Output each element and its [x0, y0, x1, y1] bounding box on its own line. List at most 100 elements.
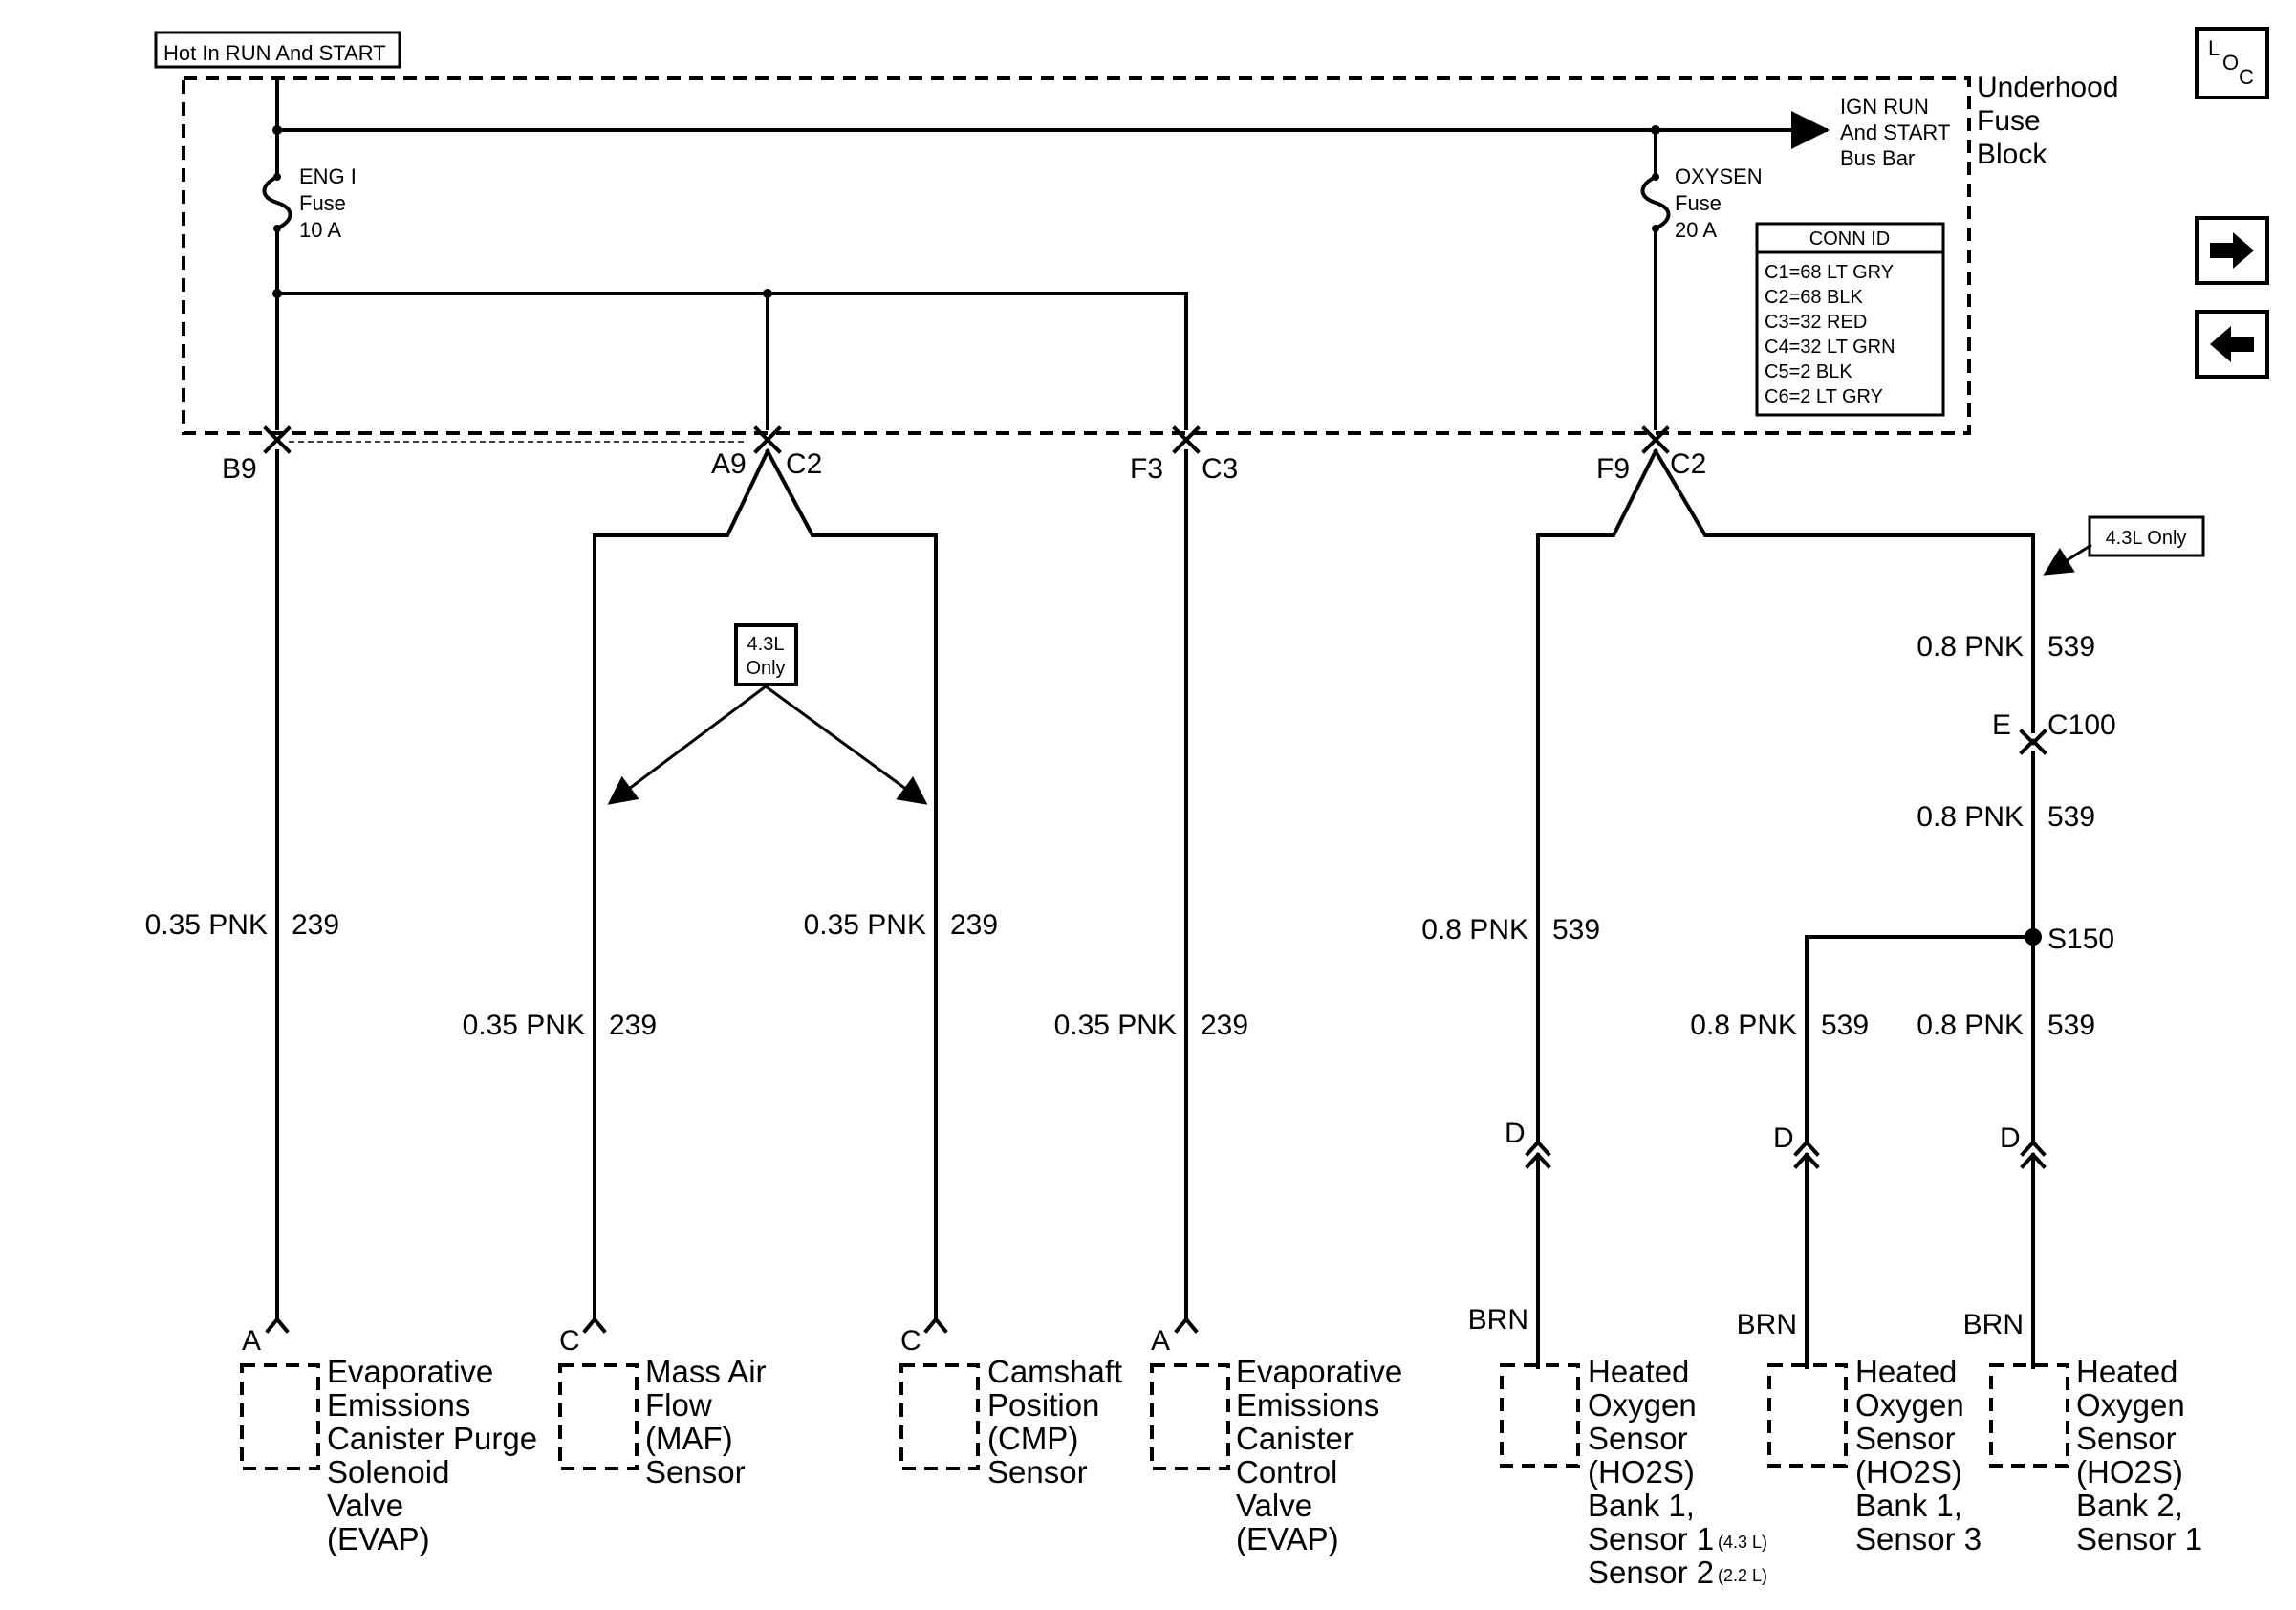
svg-text:Evaporative: Evaporative [327, 1354, 493, 1389]
underhood-fuse-block-label: Underhood Fuse Block [1977, 72, 2118, 170]
locator-letter: L [2208, 36, 2220, 60]
svg-text:Valve: Valve [1236, 1488, 1312, 1523]
circuit-539-wire-bank1-s1 [1536, 448, 1658, 1144]
pin-terminal [582, 1316, 607, 1334]
svg-text:Sensor: Sensor [1588, 1421, 1688, 1456]
b9-terminal [263, 425, 292, 454]
c100-connector [2019, 729, 2047, 755]
only-tag-arrow [2043, 543, 2092, 576]
circuit-number-label: 539 [1552, 914, 1600, 946]
conn-id-row: C4=32 LT GRN [1765, 337, 1895, 358]
svg-text:Flow: Flow [645, 1387, 712, 1423]
cmp-sensor-component [899, 1363, 980, 1470]
ho2s-bank1-sensor3-component [1767, 1363, 1848, 1468]
arrow-right-icon [2210, 232, 2254, 269]
ho2s-bank1-sensor1-label: Heated Oxygen Sensor (HO2S) Bank 1, Sens… [1588, 1354, 1767, 1590]
maf-sensor-component [558, 1363, 639, 1470]
evap-vent-valve-label: Evaporative Emissions Canister Control V… [1236, 1354, 1402, 1556]
circuit-number-label: 539 [2047, 801, 2095, 833]
pin-c-label: C [900, 1325, 921, 1357]
a9-terminal [753, 425, 782, 454]
wire-color-label: 0.8 PNK [1917, 801, 2024, 833]
circuit-number-label: 239 [292, 909, 339, 941]
locator-letter: C [2239, 65, 2254, 89]
c100-connector-label: C100 [2047, 709, 2116, 741]
svg-text:Sensor: Sensor [1855, 1421, 1956, 1456]
wire-color-label: 0.8 PNK [1421, 914, 1528, 946]
ho2s-bank2-sensor1-component [1989, 1363, 2069, 1468]
svg-text:(EVAP): (EVAP) [327, 1521, 430, 1556]
pin-c-label: C [559, 1325, 580, 1357]
svg-text:(2.2 L): (2.2 L) [1718, 1566, 1767, 1585]
locator-button[interactable]: L O C [2195, 27, 2269, 99]
svg-text:10 A: 10 A [299, 218, 341, 242]
wire-color-label: BRN [1737, 1309, 1797, 1340]
f3-terminal [1172, 425, 1201, 454]
previous-page-button[interactable] [2195, 310, 2269, 379]
f3-connector-label: C3 [1202, 453, 1238, 485]
f9-connector-label: C2 [1670, 448, 1706, 480]
wire-color-label: BRN [1468, 1304, 1528, 1336]
circuit-number-label: 239 [1201, 1010, 1248, 1041]
conn-id-row: C3=32 RED [1765, 312, 1867, 333]
circuit-number-label: 239 [950, 909, 998, 941]
circuit-239-wire-cmp [765, 448, 938, 1321]
svg-text:Camshaft: Camshaft [987, 1354, 1122, 1389]
maf-sensor-label: Mass Air Flow (MAF) Sensor [645, 1354, 767, 1490]
c100-pin-label: E [1992, 709, 2011, 741]
note-arrow-maf [607, 685, 767, 805]
evap-purge-solenoid-label: Evaporative Emissions Canister Purge Sol… [327, 1354, 537, 1556]
svg-text:Oxygen: Oxygen [2076, 1387, 2185, 1423]
wire-color-label: 0.35 PNK [145, 909, 268, 941]
svg-text:Only: Only [746, 658, 785, 679]
evap-vent-valve-component [1150, 1363, 1230, 1470]
svg-text:Evaporative: Evaporative [1236, 1354, 1402, 1389]
eng-i-fuse [262, 128, 292, 295]
f9-terminal [1641, 425, 1670, 454]
svg-text:Position: Position [987, 1387, 1099, 1423]
pin-a-label: A [1151, 1325, 1170, 1357]
underhood-fuse-block-outline [182, 76, 1971, 435]
wire-color-label: 0.35 PNK [804, 909, 926, 941]
only-4-3l-tag: 4.3L Only [2088, 515, 2205, 557]
svg-text:IGN RUN: IGN RUN [1840, 95, 1929, 119]
eng-i-fuse-label: ENG I Fuse 10 A [299, 164, 357, 242]
svg-text:Oxygen: Oxygen [1855, 1387, 1964, 1423]
svg-text:Valve: Valve [327, 1488, 403, 1523]
circuit-number-label: 539 [2047, 631, 2095, 663]
pin-terminal [265, 1316, 290, 1334]
svg-text:Bank 1,: Bank 1, [1588, 1488, 1695, 1523]
circuit-539-wire-4-3l [1653, 448, 2035, 733]
svg-text:Fuse: Fuse [1977, 105, 2041, 137]
svg-text:Sensor 3: Sensor 3 [1855, 1521, 1982, 1556]
svg-text:(4.3 L): (4.3 L) [1718, 1533, 1767, 1552]
only-4-3l-note: 4.3L Only [734, 623, 798, 686]
svg-text:4.3L: 4.3L [747, 634, 785, 655]
svg-text:4.3L Only: 4.3L Only [2106, 528, 2187, 549]
wire-color-label: 0.35 PNK [463, 1010, 585, 1041]
svg-text:Fuse: Fuse [299, 191, 346, 215]
svg-text:Solenoid: Solenoid [327, 1454, 449, 1490]
svg-text:Mass Air: Mass Air [645, 1354, 767, 1389]
svg-text:Underhood: Underhood [1977, 72, 2118, 103]
wire-color-label: BRN [1963, 1309, 2024, 1340]
pin-d-label: D [1505, 1118, 1526, 1149]
wire-color-label: 0.8 PNK [1690, 1010, 1797, 1041]
conn-id-row: C5=2 BLK [1765, 361, 1852, 382]
svg-text:Heated: Heated [2076, 1354, 2177, 1389]
a9-pin-label: A9 [711, 448, 747, 480]
svg-text:(HO2S): (HO2S) [1855, 1454, 1962, 1490]
ho2s-d-connector [2020, 1140, 2047, 1369]
next-page-button[interactable] [2195, 216, 2269, 285]
svg-text:OXYSEN: OXYSEN [1675, 164, 1763, 188]
svg-text:Sensor: Sensor [2076, 1421, 2177, 1456]
wire-color-label: 0.35 PNK [1054, 1010, 1177, 1041]
circuit-number-label: 539 [2047, 1010, 2095, 1041]
svg-text:Sensor 1: Sensor 1 [1588, 1521, 1714, 1556]
conn-id-row: C1=68 LT GRY [1765, 262, 1894, 283]
svg-text:Block: Block [1977, 139, 2047, 170]
ho2s-d-connector [1793, 1140, 1820, 1369]
pin-terminal [923, 1316, 948, 1334]
cmp-sensor-label: Camshaft Position (CMP) Sensor [987, 1354, 1122, 1490]
wire-color-label: 0.8 PNK [1917, 631, 2024, 663]
